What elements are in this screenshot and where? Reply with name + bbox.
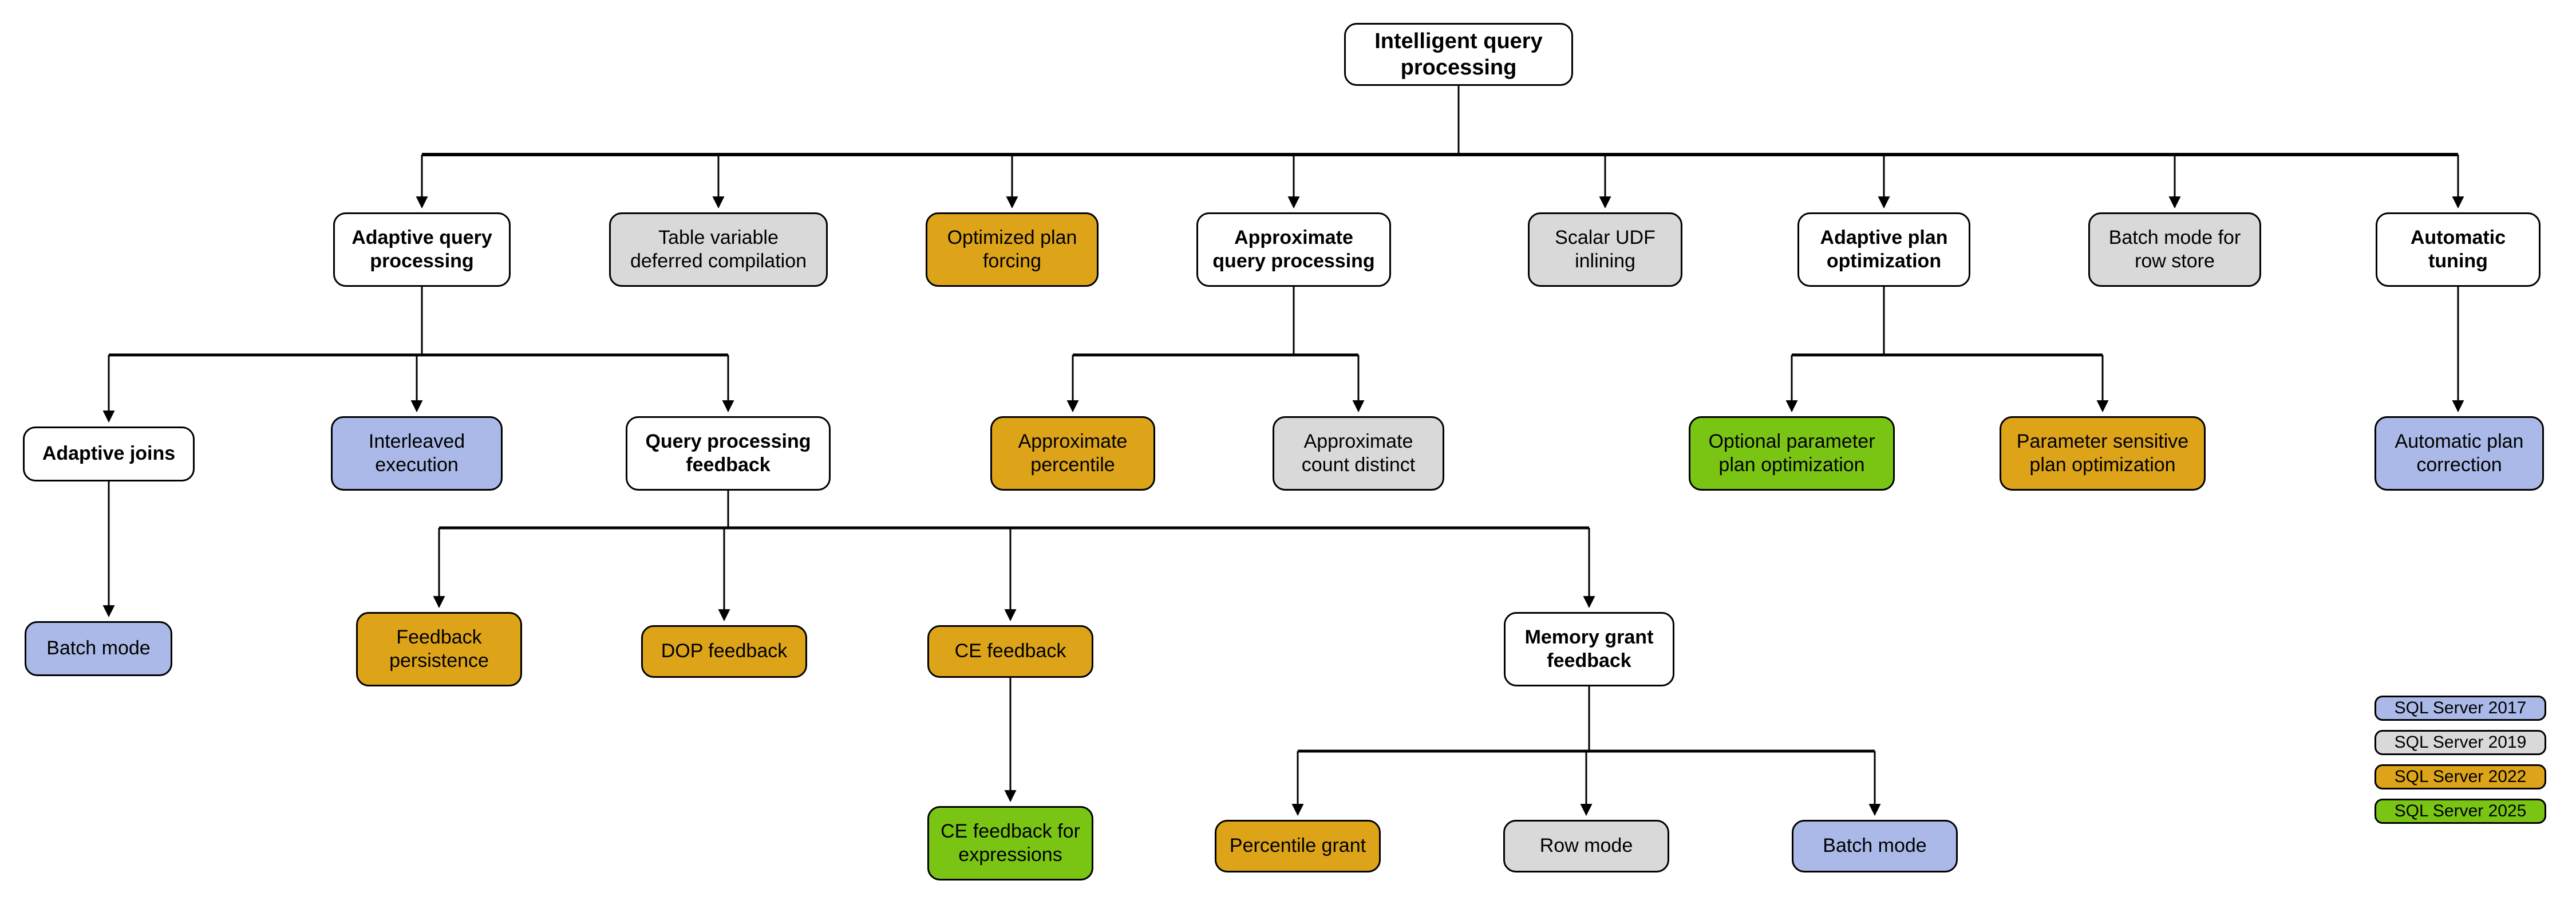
node-label: Batch mode for row store bbox=[2108, 226, 2241, 272]
node-label: CE feedback for expressions bbox=[941, 820, 1080, 866]
node-fbpers[interactable]: Feedback persistence bbox=[356, 612, 522, 686]
node-ajoins[interactable]: Adaptive joins bbox=[23, 427, 195, 481]
legend-item-orange[interactable]: SQL Server 2022 bbox=[2374, 764, 2546, 789]
node-aqp[interactable]: Adaptive query processing bbox=[333, 212, 511, 287]
node-label: Approximate query processing bbox=[1212, 226, 1375, 272]
node-bmrs[interactable]: Batch mode for row store bbox=[2088, 212, 2261, 287]
node-label: Percentile grant bbox=[1229, 835, 1366, 857]
legend-item-blue[interactable]: SQL Server 2017 bbox=[2374, 696, 2546, 721]
node-cefbexpr[interactable]: CE feedback for expressions bbox=[927, 806, 1093, 881]
node-label: Memory grant feedback bbox=[1524, 626, 1654, 672]
legend-item-label: SQL Server 2022 bbox=[2394, 767, 2527, 786]
node-label: Approximate count distinct bbox=[1301, 430, 1416, 476]
node-label: Automatic tuning bbox=[2410, 226, 2506, 272]
node-pspo[interactable]: Parameter sensitive plan optimization bbox=[2000, 416, 2206, 491]
node-batch1[interactable]: Batch mode bbox=[25, 621, 172, 676]
node-acdist[interactable]: Approximate count distinct bbox=[1273, 416, 1444, 491]
node-apctl[interactable]: Approximate percentile bbox=[990, 416, 1155, 491]
legend-item-label: SQL Server 2019 bbox=[2394, 733, 2527, 752]
legend-item-gray[interactable]: SQL Server 2019 bbox=[2374, 730, 2546, 755]
node-mgfb[interactable]: Memory grant feedback bbox=[1504, 612, 1674, 686]
node-label: Query processing feedback bbox=[645, 430, 811, 476]
node-oppo[interactable]: Optional parameter plan optimization bbox=[1689, 416, 1895, 491]
legend-item-label: SQL Server 2017 bbox=[2394, 698, 2527, 717]
node-label: Adaptive joins bbox=[42, 443, 176, 465]
node-label: Optional parameter plan optimization bbox=[1708, 430, 1875, 476]
node-apo[interactable]: Adaptive plan optimization bbox=[1797, 212, 1970, 287]
node-label: Batch mode bbox=[46, 637, 151, 660]
node-label: Scalar UDF inlining bbox=[1555, 226, 1656, 272]
node-label: Batch mode bbox=[1823, 835, 1927, 857]
node-label: Parameter sensitive plan optimization bbox=[2016, 430, 2189, 476]
node-batch2[interactable]: Batch mode bbox=[1792, 820, 1958, 872]
legend-item-green[interactable]: SQL Server 2025 bbox=[2374, 799, 2546, 824]
node-label: Adaptive plan optimization bbox=[1820, 226, 1948, 272]
node-label: Automatic plan correction bbox=[2395, 430, 2524, 476]
node-sudf[interactable]: Scalar UDF inlining bbox=[1528, 212, 1682, 287]
node-opf[interactable]: Optimized plan forcing bbox=[926, 212, 1099, 287]
node-label: CE feedback bbox=[954, 640, 1066, 662]
node-rowmode[interactable]: Row mode bbox=[1503, 820, 1669, 872]
node-root[interactable]: Intelligent query processing bbox=[1344, 23, 1573, 86]
node-autotune[interactable]: Automatic tuning bbox=[2376, 212, 2541, 287]
node-dopfb[interactable]: DOP feedback bbox=[641, 625, 807, 678]
node-tvdc[interactable]: Table variable deferred compilation bbox=[609, 212, 828, 287]
node-label: Adaptive query processing bbox=[351, 226, 492, 272]
node-qpf[interactable]: Query processing feedback bbox=[626, 416, 831, 491]
node-label: Approximate percentile bbox=[1018, 430, 1128, 476]
node-label: DOP feedback bbox=[661, 640, 788, 662]
node-label: Table variable deferred compilation bbox=[630, 226, 807, 272]
legend-item-label: SQL Server 2025 bbox=[2394, 802, 2527, 820]
node-pctgrant[interactable]: Percentile grant bbox=[1215, 820, 1381, 872]
node-cefb[interactable]: CE feedback bbox=[927, 625, 1093, 678]
node-label: Optimized plan forcing bbox=[947, 226, 1077, 272]
node-label: Feedback persistence bbox=[389, 626, 489, 672]
node-apqp[interactable]: Approximate query processing bbox=[1196, 212, 1391, 287]
node-apcorr[interactable]: Automatic plan correction bbox=[2374, 416, 2544, 491]
node-ilexec[interactable]: Interleaved execution bbox=[331, 416, 503, 491]
node-label: Intelligent query processing bbox=[1374, 29, 1543, 80]
node-label: Row mode bbox=[1539, 835, 1633, 857]
node-label: Interleaved execution bbox=[368, 430, 465, 476]
